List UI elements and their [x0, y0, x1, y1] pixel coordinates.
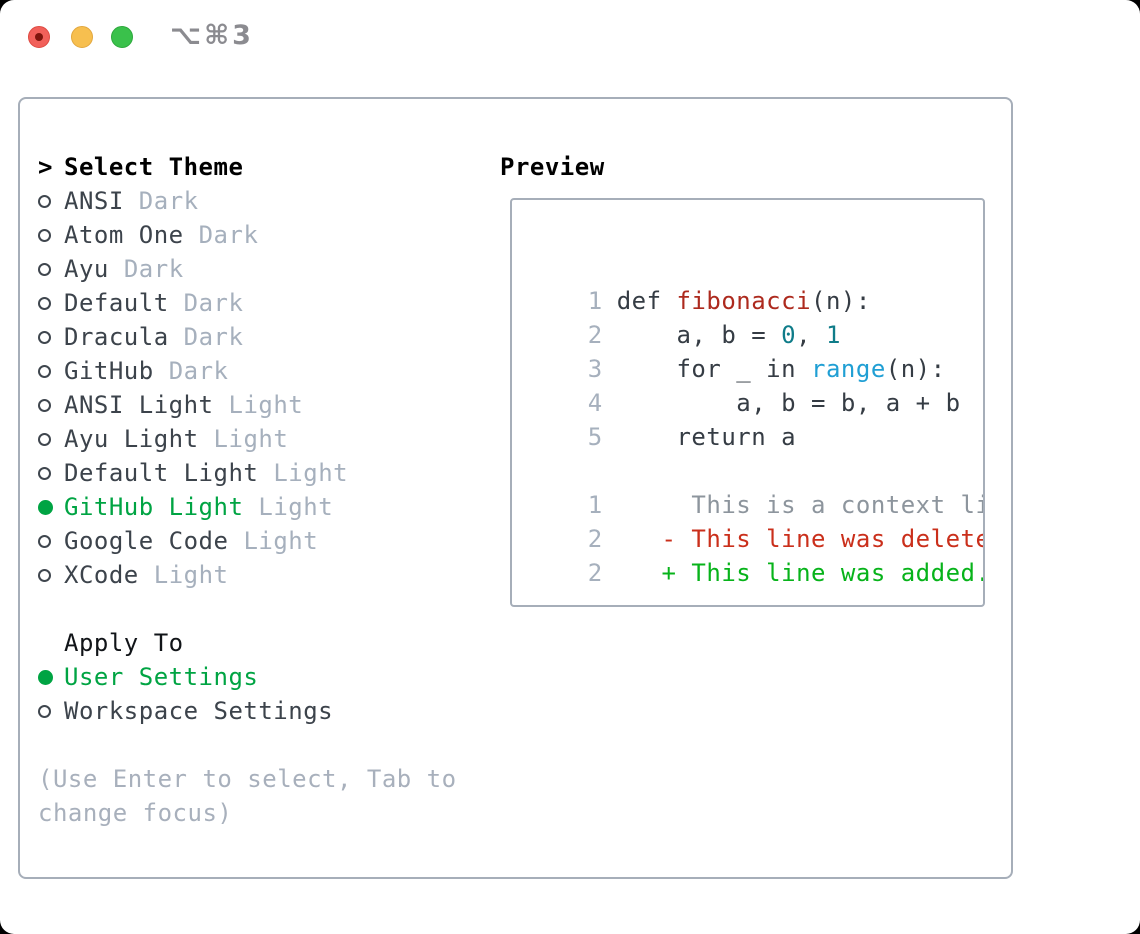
maximize-button[interactable] — [111, 26, 133, 48]
theme-variant: Dark — [183, 289, 244, 317]
window-title: ⌥⌘3 — [170, 20, 254, 51]
line-number: 2 — [587, 525, 603, 553]
apply-to-list: User Settings Workspace Settings — [38, 660, 478, 728]
theme-variant: Dark — [138, 187, 199, 215]
close-button[interactable] — [28, 26, 50, 48]
select-theme-header: > Select Theme — [38, 150, 478, 184]
preview-code-line: 1 def fibonacci(n): — [528, 250, 983, 315]
apply-to-label: Workspace Settings — [64, 697, 334, 725]
code-segments: - This line was deleted. — [616, 525, 985, 553]
preview-code-line: 5 return a — [528, 386, 983, 451]
theme-name: Ayu Light — [64, 425, 199, 453]
theme-option[interactable]: GitHub Dark — [38, 354, 478, 388]
radio-icon — [38, 422, 64, 456]
apply-to-header: Apply To — [38, 626, 478, 660]
apply-to-option[interactable]: User Settings — [38, 660, 478, 694]
radio-icon — [38, 354, 64, 388]
radio-icon — [38, 218, 64, 252]
theme-name: Google Code — [64, 527, 229, 555]
preview-code-line: 1 This is a context line. — [528, 454, 983, 519]
preview-box: 1 def fibonacci(n): 2 a, b = 0, 1 3 for _… — [510, 198, 985, 607]
line-number: 3 — [587, 355, 603, 383]
spacer — [38, 728, 478, 762]
preview-code-line: 3 for _ in range(n): — [528, 318, 983, 383]
apply-to-title: Apply To — [64, 629, 184, 657]
theme-name: GitHub Light — [64, 493, 244, 521]
theme-option[interactable]: Ayu Dark — [38, 252, 478, 286]
line-number: 2 — [587, 559, 603, 587]
line-number: 2 — [587, 321, 603, 349]
preview-code-line: 2 + This line was added. — [528, 522, 983, 587]
theme-variant: Light — [273, 459, 349, 487]
radio-icon — [38, 490, 64, 524]
theme-name: ANSI — [64, 187, 124, 215]
radio-icon — [38, 184, 64, 218]
theme-variant: Light — [243, 527, 319, 555]
keyboard-hint: (Use Enter to select, Tab to change focu… — [38, 765, 457, 827]
code-segments: a, b = 0, 1 — [616, 321, 841, 349]
theme-variant: Dark — [198, 221, 259, 249]
apply-to-option[interactable]: Workspace Settings — [38, 694, 478, 728]
radio-icon — [38, 524, 64, 558]
theme-variant: Light — [258, 493, 334, 521]
theme-name: Default — [64, 289, 169, 317]
preview-code-line: 2 a, b = 0, 1 — [528, 284, 983, 349]
theme-option[interactable]: XCode Light — [38, 558, 478, 592]
theme-variant: Light — [153, 561, 229, 589]
theme-option[interactable]: GitHub Light Light — [38, 490, 478, 524]
radio-icon — [38, 286, 64, 320]
theme-variant: Dark — [123, 255, 184, 283]
radio-icon — [38, 252, 64, 286]
theme-option[interactable]: Default Dark — [38, 286, 478, 320]
theme-option[interactable]: Default Light Light — [38, 456, 478, 490]
radio-icon — [38, 694, 64, 728]
apply-to-label: User Settings — [64, 663, 259, 691]
theme-variant: Light — [228, 391, 304, 419]
line-number: 5 — [587, 423, 603, 451]
code-segments: def fibonacci(n): — [616, 287, 871, 315]
theme-name: Ayu — [64, 255, 109, 283]
code-segments: return a — [616, 423, 797, 451]
preview-title: Preview — [500, 153, 605, 181]
theme-name: Atom One — [64, 221, 184, 249]
theme-option[interactable]: ANSI Light Light — [38, 388, 478, 422]
theme-option[interactable]: Ayu Light Light — [38, 422, 478, 456]
code-segments: a, b = b, a + b — [616, 389, 961, 417]
theme-option[interactable]: ANSI Dark — [38, 184, 478, 218]
code-segments: for _ in range(n): — [616, 355, 946, 383]
titlebar: ⌥⌘3 — [0, 0, 1140, 74]
code-segments: This is a context line. — [691, 491, 983, 519]
radio-icon — [38, 320, 64, 354]
theme-name: Dracula — [64, 323, 169, 351]
theme-option[interactable]: Atom One Dark — [38, 218, 478, 252]
radio-icon — [38, 456, 64, 490]
code-segments: + This line was added. — [616, 559, 985, 587]
theme-option[interactable]: Google Code Light — [38, 524, 478, 558]
minimize-button[interactable] — [71, 26, 93, 48]
theme-name: Default Light — [64, 459, 259, 487]
line-number: 1 — [587, 287, 603, 315]
preview-code-line: 4 a, b = b, a + b — [528, 352, 983, 417]
theme-name: ANSI Light — [64, 391, 214, 419]
spacer — [38, 592, 478, 626]
select-theme-title: Select Theme — [64, 153, 244, 181]
theme-variant: Light — [213, 425, 289, 453]
line-number: 1 — [587, 491, 603, 519]
radio-icon — [38, 388, 64, 422]
theme-variant: Dark — [183, 323, 244, 351]
prompt-caret-icon: > — [38, 153, 53, 181]
theme-name: GitHub — [64, 357, 154, 385]
radio-icon — [38, 558, 64, 592]
bullet-gap — [38, 626, 64, 660]
theme-option[interactable]: Dracula Dark — [38, 320, 478, 354]
preview-code-line: 2 - This line was deleted. — [528, 488, 983, 553]
theme-name: XCode — [64, 561, 139, 589]
line-number: 4 — [587, 389, 603, 417]
theme-variant: Dark — [168, 357, 229, 385]
radio-icon — [38, 660, 64, 694]
